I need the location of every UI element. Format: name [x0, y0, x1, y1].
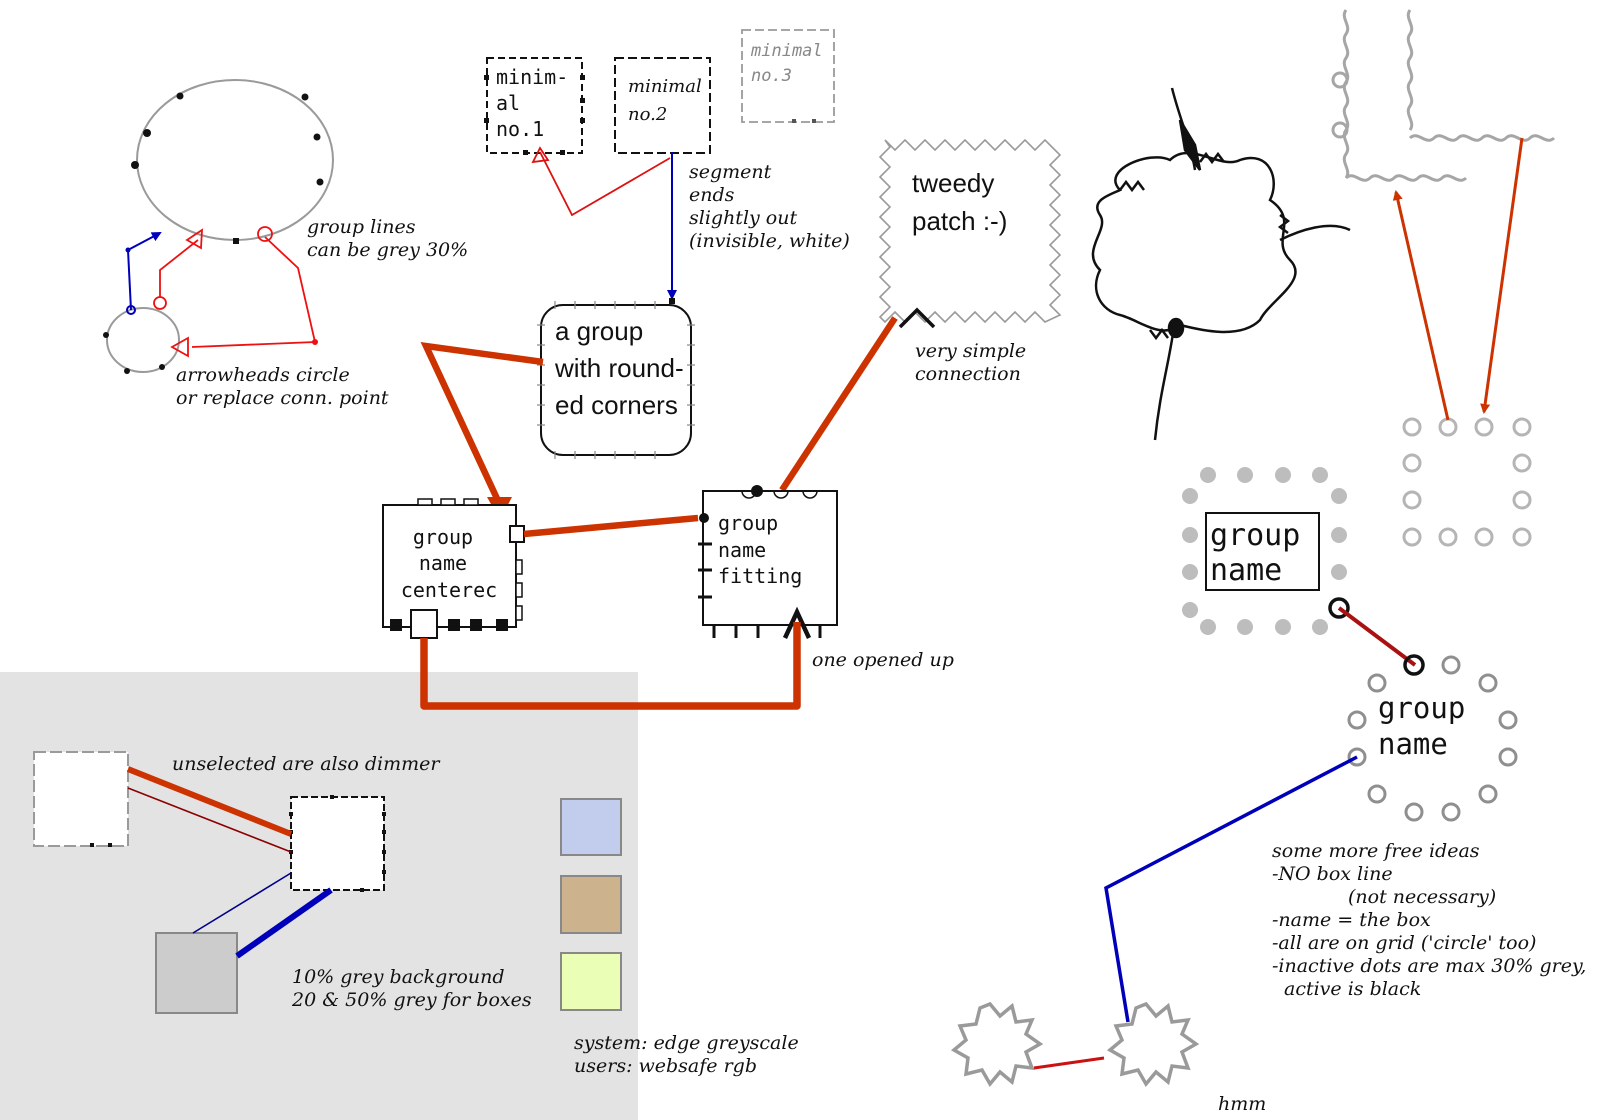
- box-group-name-dots[interactable]: group name: [1182, 467, 1350, 635]
- blue-long-connection: [1104, 755, 1358, 1023]
- star-connection: [1033, 1056, 1105, 1070]
- thick-red-connection-centered-fitting: [523, 514, 699, 538]
- ellipse-group-large: [131, 79, 334, 244]
- box-unselected[interactable]: [33, 751, 129, 847]
- star-right: [1106, 1001, 1200, 1088]
- note-unselected: unselected are also dimmer: [172, 753, 441, 775]
- red-arrow-up: [1392, 190, 1450, 421]
- thick-red-connection-tweedy: [779, 316, 898, 492]
- note-free-ideas: some more free ideas -NO box line (not n…: [1272, 840, 1592, 1000]
- box-group-name-circle[interactable]: group name: [1347, 654, 1518, 822]
- group-name-dots-label: group name: [1210, 518, 1318, 588]
- circle-dot-ring: [1347, 655, 1518, 822]
- darkred-connection: [1337, 606, 1417, 667]
- red-connection-2: [191, 236, 317, 348]
- thick-red-connection-opened: [420, 622, 801, 710]
- circle-group-label: group name: [1378, 691, 1483, 761]
- swatch-lime[interactable]: [560, 952, 622, 1011]
- red-connection-1: [159, 239, 199, 298]
- ellipse-group-small: [103, 307, 180, 374]
- scribble-group: [1091, 87, 1351, 441]
- swatch-blue[interactable]: [560, 798, 622, 856]
- box-group-name-fitting[interactable]: group name fitting: [698, 485, 838, 639]
- hollow-dot-grid: [1402, 417, 1532, 547]
- note-hmm: hmm: [1218, 1093, 1266, 1115]
- grey-box-thick-blue: [235, 887, 333, 959]
- minimal-1-label: minim- al no.1: [496, 65, 580, 141]
- box-minimal-2[interactable]: minimal no.2: [614, 57, 711, 154]
- minimal-2-label: minimal no.2: [628, 76, 707, 125]
- note-arrowheads: arrowheads circle or replace conn. point: [176, 364, 389, 409]
- grey-box-thin-blue: [192, 872, 292, 934]
- box-minimal-3[interactable]: minimal no.3: [741, 29, 835, 123]
- grey-wavy-lines: [1331, 9, 1556, 182]
- tweedy-patch-label: tweedy patch :-): [912, 168, 1007, 236]
- note-grey-background: 10% grey background 20 & 50% grey for bo…: [291, 966, 532, 1011]
- minimal-3-label: minimal no.3: [750, 41, 833, 86]
- box-grey-50[interactable]: [155, 932, 238, 1014]
- note-simple-connection: very simple connection: [915, 340, 1032, 385]
- note-segment: segment ends slightly out (invisible, wh…: [689, 161, 850, 252]
- box-minimal-1[interactable]: minim- al no.1: [484, 57, 585, 155]
- thick-red-connection-to-centered: [420, 341, 544, 507]
- red-arrow-down: [1480, 137, 1524, 414]
- fitting-label: group name fitting: [718, 511, 802, 588]
- rounded-box-label: a group with round- ed corners: [554, 316, 691, 420]
- tweedy-patch-outline: [878, 138, 1062, 324]
- note-group-lines: group lines can be grey 30%: [307, 216, 468, 261]
- minimal-red-connection: [539, 151, 671, 217]
- note-system-users: system: edge greyscale users: websafe rg…: [574, 1032, 805, 1077]
- star-left: [950, 1001, 1044, 1088]
- box-rounded-corners[interactable]: a group with round- ed corners: [537, 298, 695, 459]
- active-dot[interactable]: [1328, 597, 1350, 619]
- centered-label: group name centerec: [401, 525, 497, 602]
- box-selected[interactable]: [289, 795, 386, 892]
- note-opened: one opened up: [812, 649, 954, 671]
- filled-dot-grid: [1182, 467, 1347, 635]
- unselected-thick-red: [126, 766, 293, 837]
- swatch-tan[interactable]: [560, 875, 622, 934]
- box-group-name-centered[interactable]: group name centerec: [382, 498, 525, 639]
- unselected-thin-red: [127, 787, 292, 853]
